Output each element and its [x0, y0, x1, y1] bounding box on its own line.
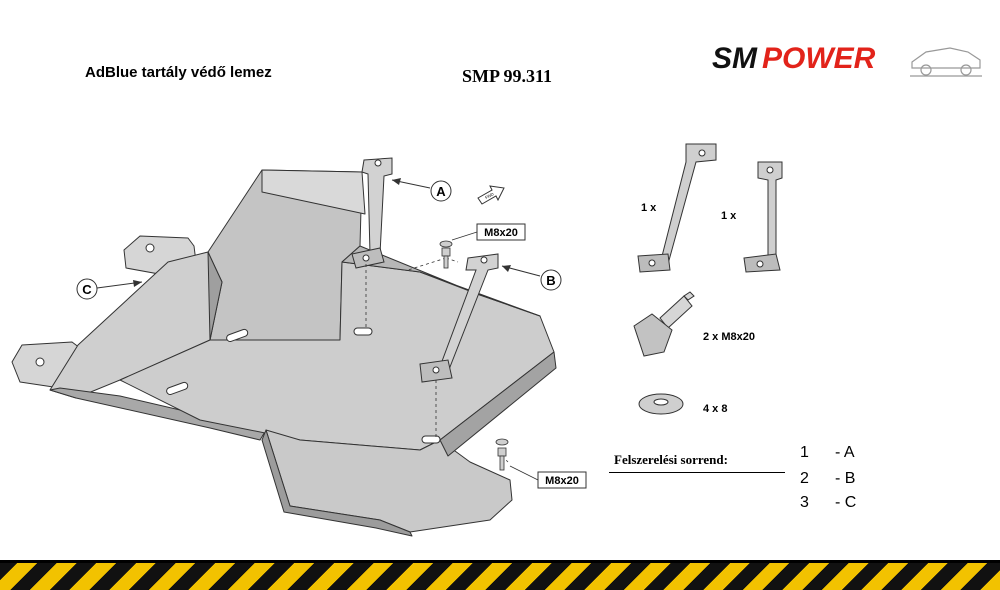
sequence-underline — [609, 472, 785, 473]
bracket-short-part — [743, 161, 783, 273]
bracket-1-qty: 1 x — [641, 202, 657, 214]
bolt-part-icon — [633, 291, 695, 357]
sequence-step-number: 3 — [800, 494, 809, 511]
page-title: AdBlue tartály védő lemez — [85, 64, 272, 81]
plate-box-top — [261, 169, 366, 215]
logo-text-sm: SM — [712, 42, 758, 75]
mounting-slot — [353, 327, 373, 336]
bolt-icon — [439, 240, 453, 269]
logo-text-power: POWER — [762, 42, 876, 75]
sequence-title: Felszerelési sorrend: — [614, 452, 728, 467]
svg-text:FWD: FWD — [484, 191, 494, 200]
bracket-2-qty: 1 x — [721, 210, 737, 222]
mounting-slot — [421, 435, 441, 444]
sequence-step-number: 2 — [800, 470, 809, 487]
svg-text:C: C — [82, 282, 92, 297]
smpower-logo: SM POWER — [712, 42, 982, 77]
mounting-slot — [226, 328, 249, 343]
washer-part-icon — [638, 393, 684, 415]
bracket-b — [419, 253, 499, 383]
washer-qty: 4 x 8 — [703, 403, 727, 415]
callout-a — [430, 180, 452, 202]
sequence-step-letter: - A — [835, 444, 855, 461]
bracket-a — [351, 157, 393, 269]
sequence-step-number: 1 — [800, 444, 809, 461]
bolt-qty: 2 x M8x20 — [703, 331, 755, 343]
plate-left-edge — [49, 387, 267, 441]
svg-text:B: B — [546, 273, 555, 288]
mounting-diagram: FWD A B C M8x20 M8x20 1 x 1 x 2 x — [11, 143, 783, 537]
svg-text:M8x20: M8x20 — [545, 475, 579, 487]
callout-c — [76, 278, 98, 300]
sequence-step-letter: - B — [835, 470, 856, 487]
product-code: SMP 99.311 — [462, 66, 553, 86]
car-outline-icon — [910, 47, 982, 77]
callout-b — [540, 269, 562, 291]
forward-direction-arrow: FWD — [477, 185, 505, 205]
svg-text:A: A — [436, 184, 446, 199]
hazard-stripe-border — [0, 560, 1000, 590]
sequence-step-letter: - C — [835, 494, 857, 511]
svg-text:M8x20: M8x20 — [484, 227, 518, 239]
mounting-slot — [166, 381, 189, 396]
bracket-long-part — [637, 143, 717, 273]
bolt-icon — [495, 438, 509, 471]
